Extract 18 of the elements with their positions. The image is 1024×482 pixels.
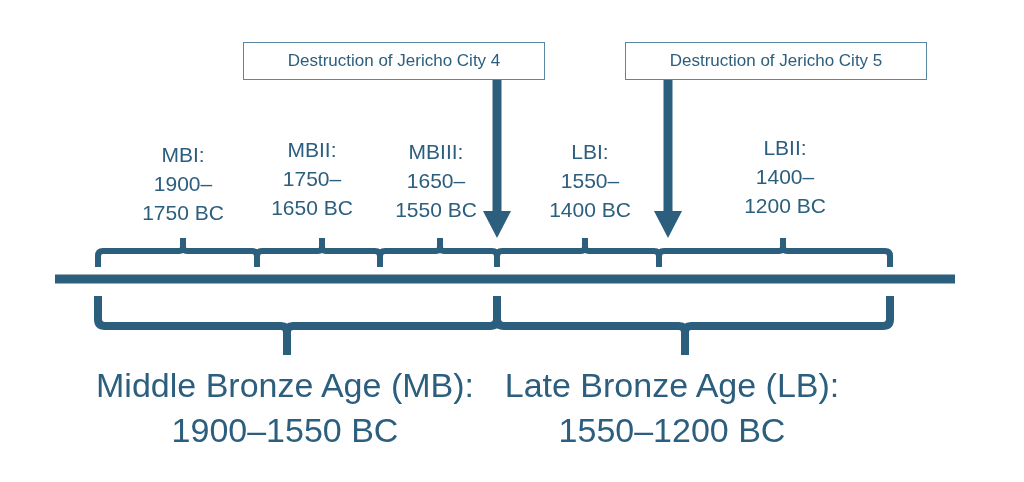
period-label: LBI: 1550–1400 BC — [548, 139, 632, 223]
event-label: Destruction of Jericho City 4 — [287, 51, 501, 71]
period-label: LBII: 1400–1200 BC — [743, 135, 827, 219]
period-bracket — [377, 238, 500, 267]
event-label: Destruction of Jericho City 5 — [669, 51, 883, 71]
arrow — [654, 80, 682, 238]
era-label: Middle Bronze Age (MB): 1900–1550 BC — [95, 365, 475, 451]
period-bracket — [254, 238, 383, 267]
period-bracket — [656, 238, 893, 267]
period-bracket — [95, 238, 260, 267]
arrow — [483, 80, 511, 238]
period-label: MBII: 1750–1650 BC — [270, 137, 354, 221]
event-box — [625, 42, 927, 80]
era-label: Late Bronze Age (LB): 1550–1200 BC — [503, 365, 841, 451]
period-bracket — [494, 238, 662, 267]
period-label: MBI: 1900–1750 BC — [141, 142, 225, 226]
event-box — [243, 42, 545, 80]
period-label: MBIII: 1650–1550 BC — [394, 139, 478, 223]
